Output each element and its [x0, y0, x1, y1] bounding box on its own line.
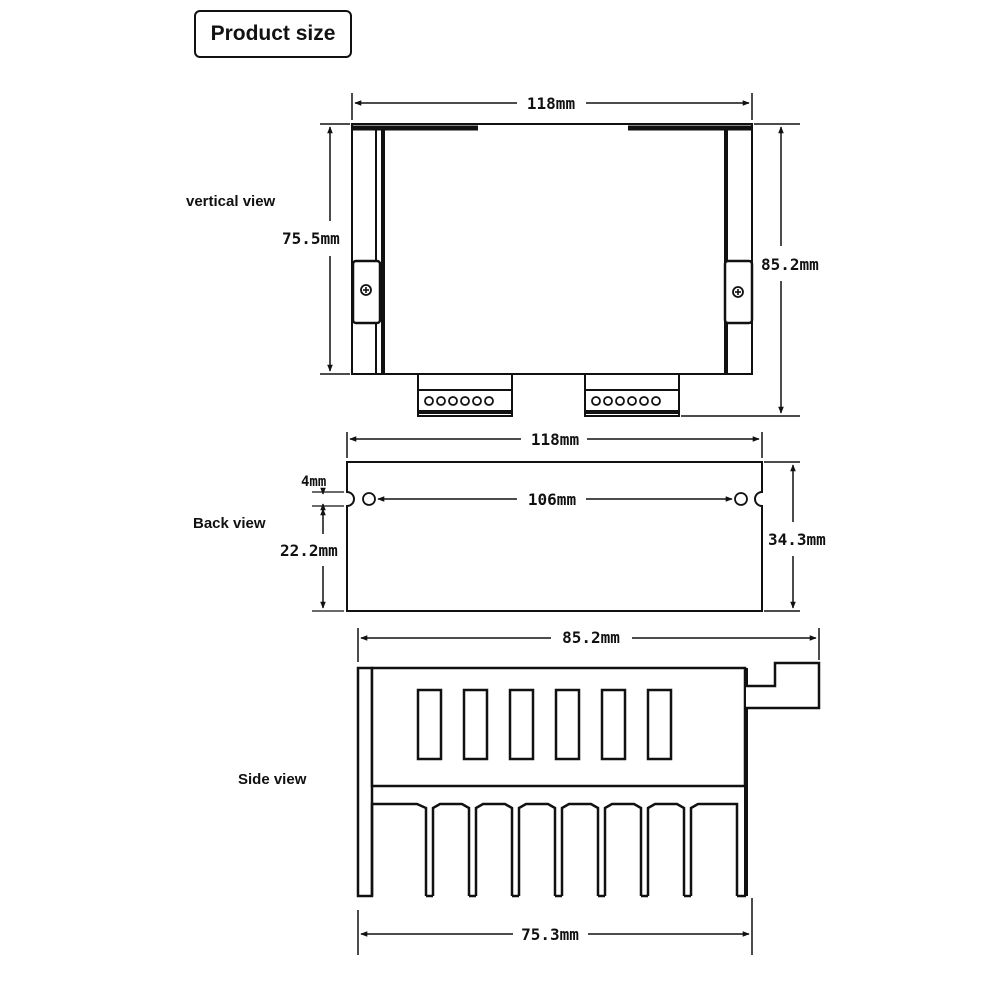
- side-connector-tab: [746, 661, 821, 710]
- vertical-view-label: vertical view: [186, 193, 276, 210]
- side-top-width-dim: 85.2mm: [562, 628, 620, 647]
- left-terminal-block: [417, 373, 513, 417]
- side-bottom-width-dim: 75.3mm: [521, 925, 579, 944]
- back-lower-height-dim: 22.2mm: [280, 541, 338, 560]
- back-view-label: Back view: [193, 515, 266, 532]
- side-view-drawing: [356, 628, 821, 955]
- back-body-outline: [346, 461, 763, 612]
- side-vent-slots: [416, 688, 673, 761]
- right-terminal-block: [584, 373, 680, 417]
- back-height-dim: 34.3mm: [768, 530, 826, 549]
- vertical-total-height-dim: 85.2mm: [761, 255, 819, 274]
- vertical-width-dim: 118mm: [527, 94, 576, 113]
- product-size-title: Product size: [194, 10, 352, 58]
- right-screw-icon: [732, 286, 744, 298]
- back-width-dim: 118mm: [531, 430, 580, 449]
- vertical-inner-height-dim: 75.5mm: [282, 229, 340, 248]
- side-heat-fins: [370, 786, 748, 898]
- left-screw-icon: [360, 284, 372, 296]
- vertical-body-outline: [351, 123, 753, 375]
- back-hole-spacing-dim: 106mm: [528, 490, 577, 509]
- back-slot-dim: 4mm: [301, 474, 326, 490]
- side-view-label: Side view: [238, 771, 307, 788]
- side-left-plate: [356, 666, 374, 898]
- back-view-drawing: [312, 432, 800, 612]
- vertical-view-drawing: [320, 93, 800, 417]
